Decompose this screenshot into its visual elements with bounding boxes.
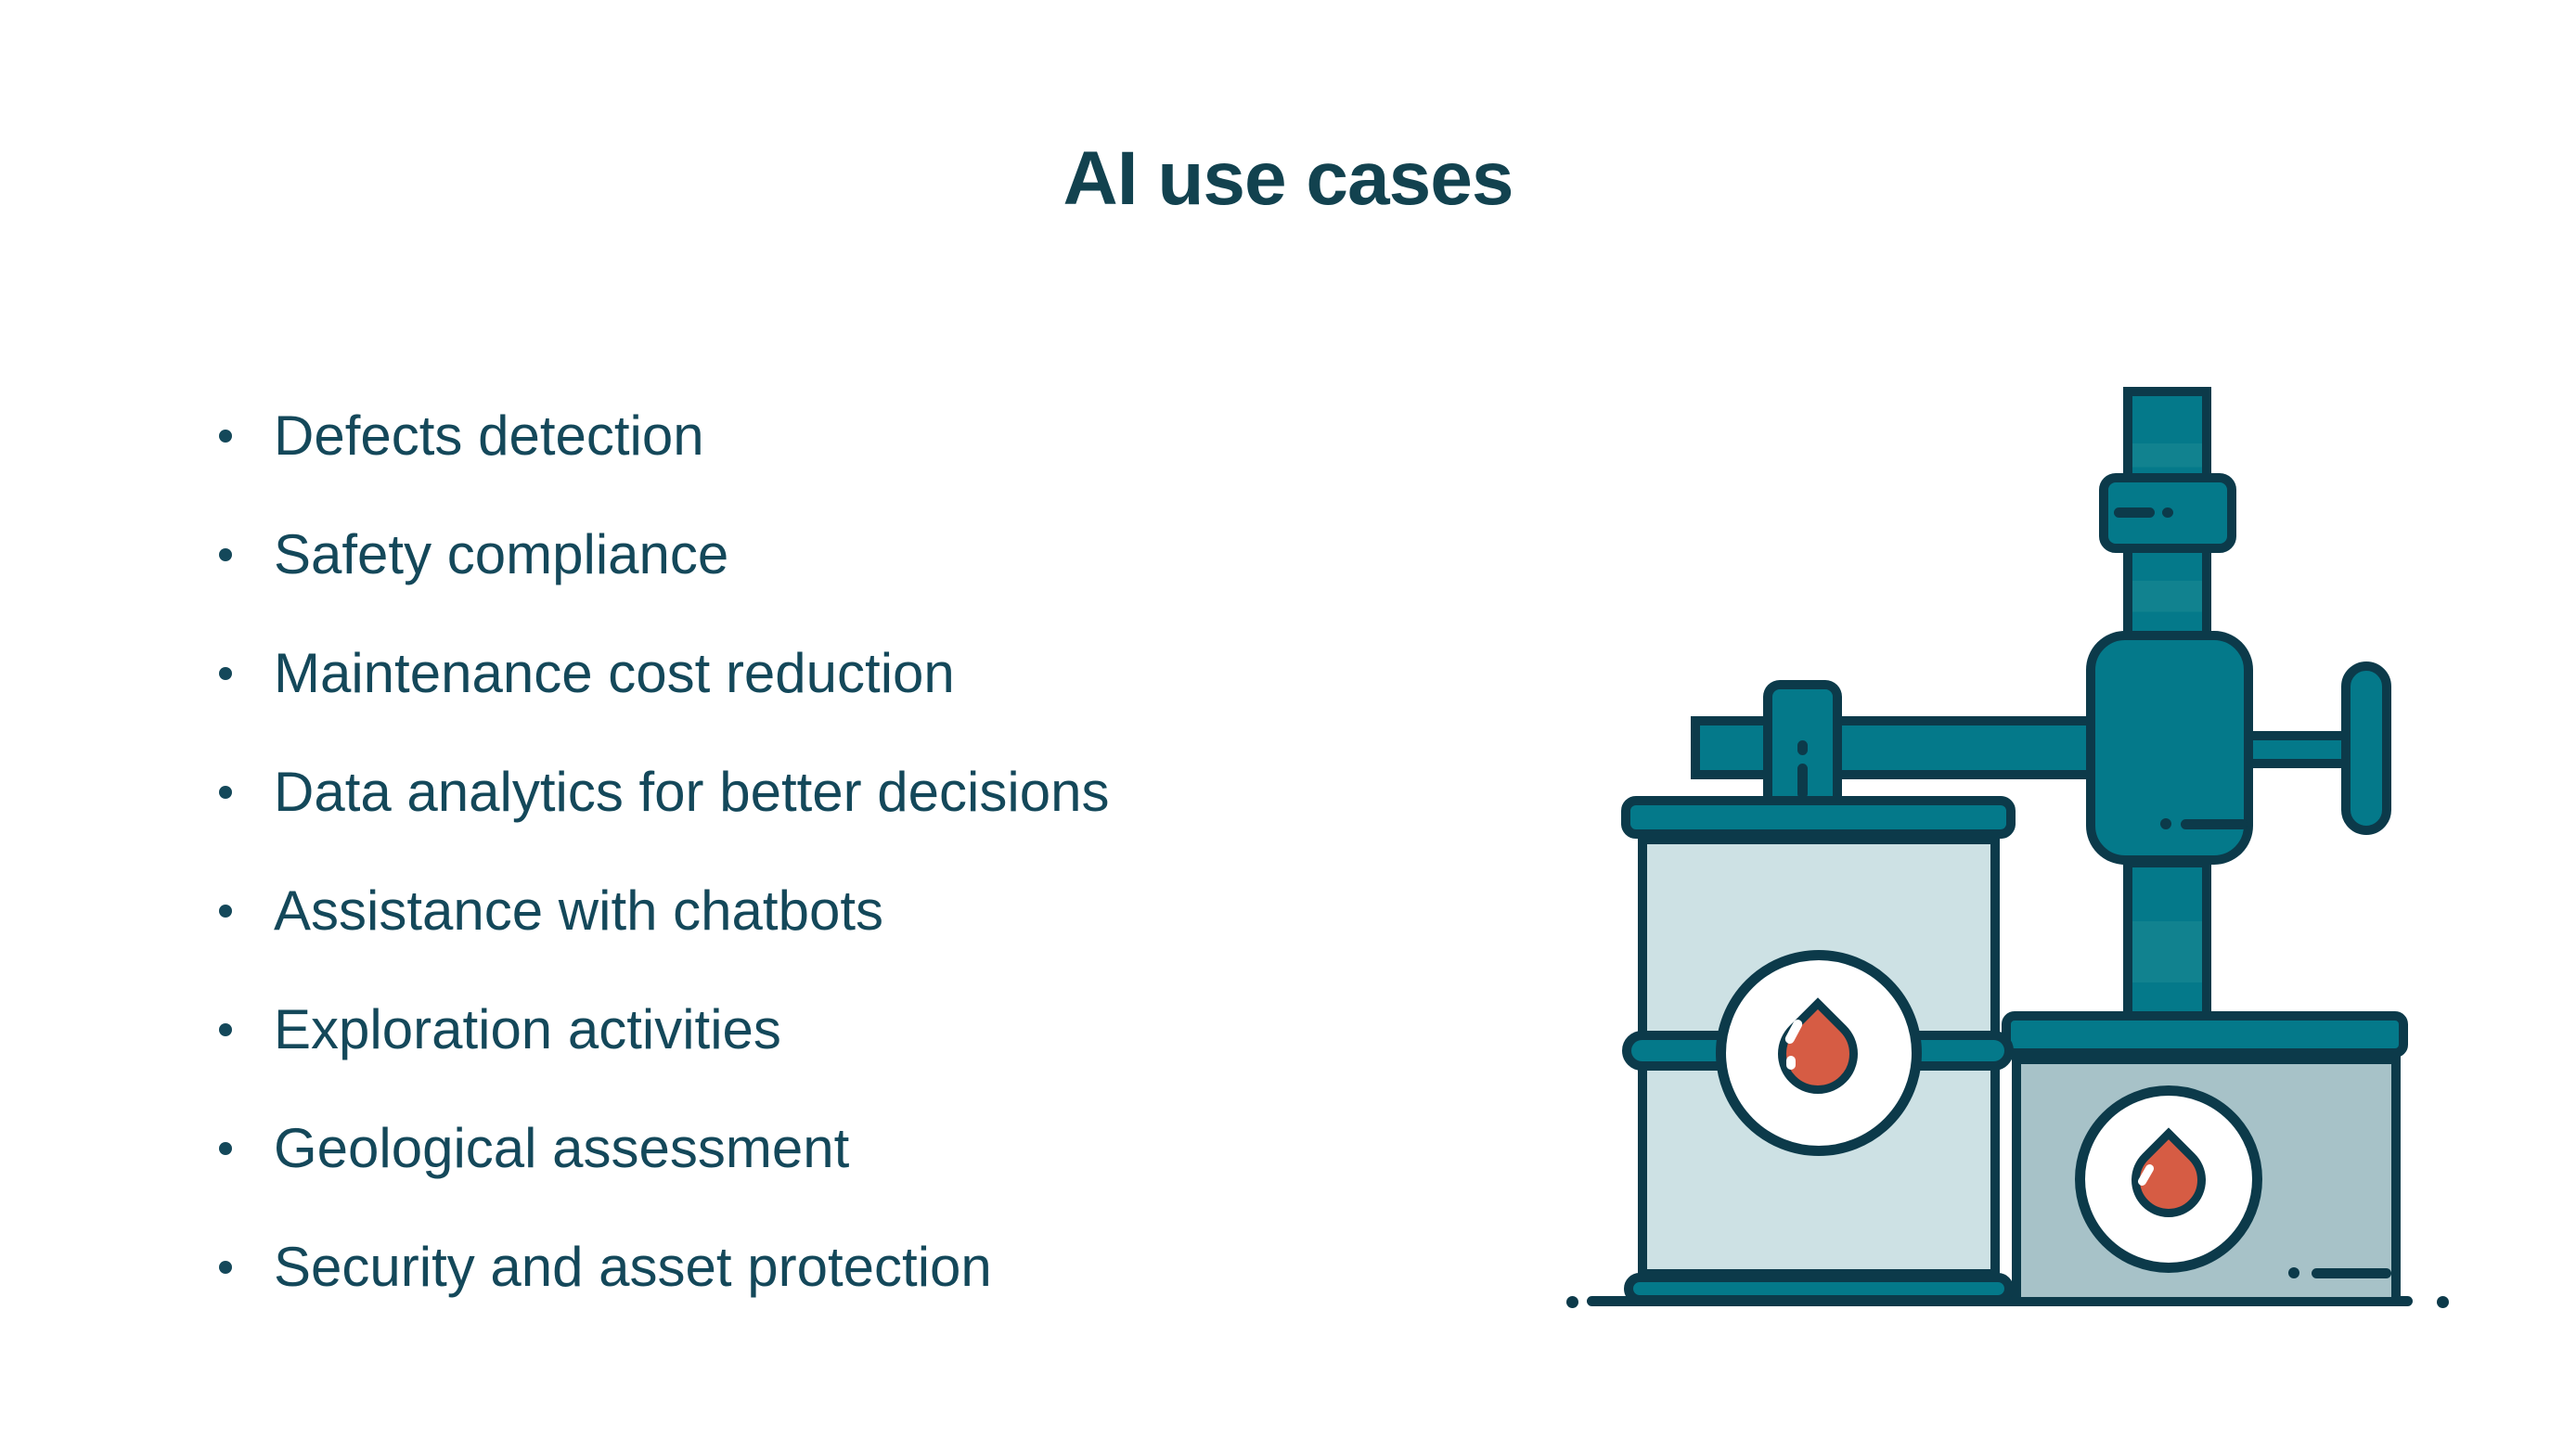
pipe-right-arm [2244,731,2351,768]
connector-dash-dot [1797,740,1808,755]
list-item-label: Geological assessment [274,1117,850,1179]
pipe-vertical-top [2123,387,2211,484]
barrel-lid [1621,796,2016,839]
list-item-label: Assistance with chatbots [274,880,883,942]
barrel-label-circle [1716,950,1922,1156]
bullet-icon [219,667,232,680]
bullet-icon [219,905,232,918]
drop-highlight-dot [1786,1056,1796,1070]
page-title: AI use cases [1063,136,1514,221]
bullet-icon [219,786,232,799]
list-item: Data analytics for better decisions [219,733,1109,852]
ground-dot-right [2437,1296,2449,1308]
list-item-label: Defects detection [274,404,704,467]
tank-dash-line [2312,1268,2391,1278]
junction-dash-line [2181,819,2248,829]
bullet-icon [219,1261,232,1274]
pipe-vertical-bottom [2123,858,2211,1030]
coupling-dash-line [2114,507,2155,518]
tank-dash-dot [2288,1267,2299,1278]
list-item: Security and asset protection [219,1208,1109,1327]
bullet-icon [219,548,232,561]
coupling-dash-dot [2162,507,2173,518]
bullet-icon [219,1023,232,1036]
list-item-label: Safety compliance [274,523,729,585]
list-item: Assistance with chatbots [219,852,1109,970]
list-item-label: Data analytics for better decisions [274,761,1110,823]
pipe-junction-block [2086,631,2253,865]
pipe-left-arm [1691,716,2095,779]
bullet-icon [219,1142,232,1155]
oil-pipeline-illustration [1522,371,2524,1327]
pipe-vertical-middle [2123,544,2211,641]
bullet-icon [219,430,232,443]
list-item: Defects detection [219,377,1109,495]
tank-lid [2002,1011,2408,1058]
ground-dot-left [1566,1296,1578,1308]
barrel-bottom-rim [1624,1273,2014,1304]
list-item-label: Maintenance cost reduction [274,642,955,704]
list-item-label: Exploration activities [274,998,781,1060]
list-item: Safety compliance [219,495,1109,614]
valve-handle-icon [2341,661,2391,835]
list-item: Geological assessment [219,1089,1109,1208]
junction-dash-dot [2160,818,2171,829]
use-case-list: Defects detection Safety compliance Main… [219,377,1109,1327]
list-item: Exploration activities [219,970,1109,1089]
list-item-label: Security and asset protection [274,1236,992,1298]
connector-dash-line [1797,764,1808,799]
list-item: Maintenance cost reduction [219,614,1109,733]
